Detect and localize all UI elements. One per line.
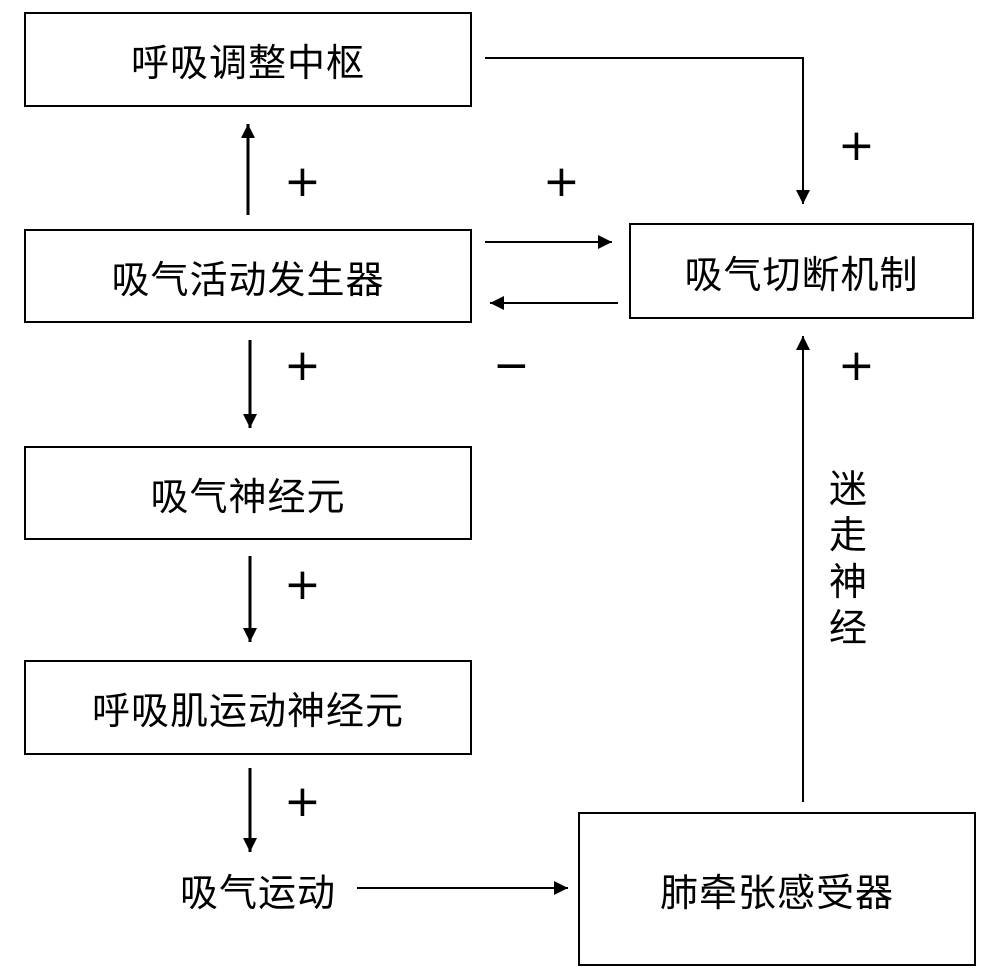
sign-motor-to-inspiration: +	[284, 776, 321, 827]
sign-neurons-to-motor: +	[284, 559, 321, 610]
sign-center-to-switch: +	[838, 120, 875, 171]
node-inspiratory-off-switch: 吸气切断机制	[629, 223, 974, 319]
arrow-center-to-switch	[485, 57, 810, 204]
node-inspiratory-neurons-label: 吸气神经元	[150, 474, 346, 519]
node-respiratory-motor-neurons-label: 呼吸肌运动神经元	[91, 689, 404, 733]
node-inspiratory-off-switch-label: 吸气切断机制	[684, 252, 919, 297]
node-inspiratory-generator-label: 吸气活动发生器	[111, 257, 385, 302]
sign-generator-to-switch: +	[543, 156, 580, 207]
sign-generator-to-neurons: +	[284, 340, 321, 391]
sign-generator-to-center: +	[284, 156, 321, 207]
node-inspiratory-neurons: 吸气神经元	[24, 446, 472, 540]
node-inspiration: 吸气运动	[180, 871, 337, 915]
node-stretch-receptor: 肺牵张感受器	[578, 812, 976, 966]
node-stretch-receptor-label: 肺牵张感受器	[659, 870, 894, 915]
node-pneumotaxic-center-label: 呼吸调整中枢	[130, 41, 365, 85]
sign-switch-to-generator: −	[493, 340, 530, 391]
node-pneumotaxic-center: 呼吸调整中枢	[24, 12, 472, 107]
node-respiratory-motor-neurons: 呼吸肌运动神经元	[24, 660, 472, 755]
edge-label-vagus-nerve: 迷走神经	[828, 467, 867, 651]
node-inspiratory-generator: 吸气活动发生器	[24, 229, 472, 323]
sign-receptor-to-switch: +	[838, 340, 875, 391]
